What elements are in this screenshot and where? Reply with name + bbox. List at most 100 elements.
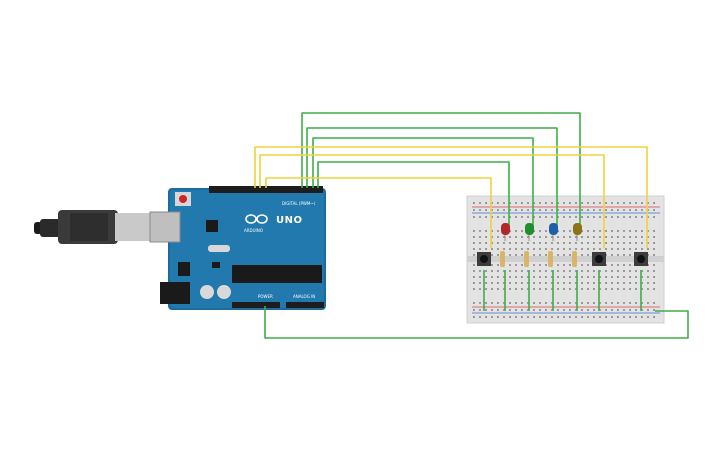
breadboard-hole[interactable] <box>491 316 493 318</box>
breadboard-hole[interactable] <box>533 216 535 218</box>
breadboard-hole[interactable] <box>635 248 637 250</box>
breadboard-hole[interactable] <box>611 282 613 284</box>
breadboard-hole[interactable] <box>605 209 607 211</box>
breadboard-hole[interactable] <box>479 236 481 238</box>
breadboard-hole[interactable] <box>647 302 649 304</box>
breadboard-hole[interactable] <box>491 236 493 238</box>
breadboard-hole[interactable] <box>611 288 613 290</box>
breadboard-hole[interactable] <box>617 248 619 250</box>
breadboard-hole[interactable] <box>557 264 559 266</box>
breadboard-hole[interactable] <box>629 230 631 232</box>
breadboard-hole[interactable] <box>533 309 535 311</box>
breadboard-hole[interactable] <box>515 202 517 204</box>
breadboard-hole[interactable] <box>521 236 523 238</box>
breadboard-hole[interactable] <box>581 236 583 238</box>
breadboard-hole[interactable] <box>533 270 535 272</box>
breadboard-hole[interactable] <box>491 282 493 284</box>
breadboard-hole[interactable] <box>551 202 553 204</box>
breadboard-hole[interactable] <box>593 236 595 238</box>
breadboard-hole[interactable] <box>479 216 481 218</box>
breadboard-hole[interactable] <box>647 309 649 311</box>
breadboard-hole[interactable] <box>617 230 619 232</box>
breadboard-hole[interactable] <box>593 230 595 232</box>
breadboard-hole[interactable] <box>479 209 481 211</box>
breadboard-hole[interactable] <box>515 254 517 256</box>
breadboard-hole[interactable] <box>479 316 481 318</box>
breadboard-hole[interactable] <box>653 230 655 232</box>
breadboard-hole[interactable] <box>653 242 655 244</box>
breadboard-hole[interactable] <box>503 288 505 290</box>
breadboard-hole[interactable] <box>629 236 631 238</box>
breadboard-hole[interactable] <box>545 276 547 278</box>
breadboard-hole[interactable] <box>491 270 493 272</box>
breadboard-hole[interactable] <box>509 302 511 304</box>
breadboard-hole[interactable] <box>611 270 613 272</box>
breadboard-hole[interactable] <box>587 270 589 272</box>
breadboard-hole[interactable] <box>575 248 577 250</box>
breadboard-hole[interactable] <box>557 302 559 304</box>
wire-green-3[interactable] <box>312 137 534 227</box>
breadboard-hole[interactable] <box>491 248 493 250</box>
blue-led[interactable] <box>549 223 558 241</box>
breadboard-hole[interactable] <box>533 282 535 284</box>
breadboard-hole[interactable] <box>509 254 511 256</box>
breadboard-hole[interactable] <box>635 202 637 204</box>
breadboard-hole[interactable] <box>605 288 607 290</box>
breadboard-hole[interactable] <box>539 248 541 250</box>
breadboard-hole[interactable] <box>569 288 571 290</box>
breadboard-hole[interactable] <box>497 242 499 244</box>
breadboard-hole[interactable] <box>563 309 565 311</box>
breadboard-hole[interactable] <box>551 288 553 290</box>
breadboard-hole[interactable] <box>491 264 493 266</box>
breadboard-hole[interactable] <box>539 316 541 318</box>
breadboard-hole[interactable] <box>623 264 625 266</box>
breadboard-hole[interactable] <box>641 242 643 244</box>
breadboard-hole[interactable] <box>563 254 565 256</box>
breadboard-hole[interactable] <box>563 242 565 244</box>
breadboard-hole[interactable] <box>515 248 517 250</box>
breadboard-hole[interactable] <box>485 309 487 311</box>
breadboard-hole[interactable] <box>635 270 637 272</box>
breadboard-hole[interactable] <box>647 270 649 272</box>
breadboard-hole[interactable] <box>653 202 655 204</box>
breadboard-hole[interactable] <box>593 302 595 304</box>
arduino-uno-board[interactable]: UNO ARDUINO DIGITAL (PWM~) POWER ANALOG … <box>149 186 326 310</box>
breadboard-hole[interactable] <box>557 248 559 250</box>
breadboard-hole[interactable] <box>611 209 613 211</box>
breadboard-hole[interactable] <box>545 254 547 256</box>
breadboard-hole[interactable] <box>527 309 529 311</box>
breadboard-hole[interactable] <box>485 209 487 211</box>
breadboard-hole[interactable] <box>587 282 589 284</box>
breadboard-hole[interactable] <box>563 302 565 304</box>
breadboard-hole[interactable] <box>635 242 637 244</box>
breadboard-hole[interactable] <box>587 242 589 244</box>
breadboard-hole[interactable] <box>605 202 607 204</box>
breadboard-hole[interactable] <box>551 242 553 244</box>
breadboard-hole[interactable] <box>617 216 619 218</box>
breadboard-hole[interactable] <box>521 282 523 284</box>
breadboard-hole[interactable] <box>575 209 577 211</box>
breadboard-hole[interactable] <box>635 216 637 218</box>
breadboard-hole[interactable] <box>593 282 595 284</box>
breadboard-hole[interactable] <box>599 282 601 284</box>
breadboard-hole[interactable] <box>515 288 517 290</box>
breadboard-hole[interactable] <box>539 288 541 290</box>
wire-green-2[interactable] <box>306 127 558 227</box>
breadboard-hole[interactable] <box>551 302 553 304</box>
breadboard-hole[interactable] <box>605 230 607 232</box>
breadboard-hole[interactable] <box>509 276 511 278</box>
breadboard-hole[interactable] <box>473 264 475 266</box>
breadboard-hole[interactable] <box>563 248 565 250</box>
breadboard-hole[interactable] <box>503 216 505 218</box>
breadboard-hole[interactable] <box>629 242 631 244</box>
breadboard-hole[interactable] <box>587 309 589 311</box>
breadboard-hole[interactable] <box>581 309 583 311</box>
breadboard-hole[interactable] <box>611 236 613 238</box>
breadboard-hole[interactable] <box>641 288 643 290</box>
breadboard-hole[interactable] <box>617 270 619 272</box>
green-led[interactable] <box>525 223 534 241</box>
breadboard-hole[interactable] <box>539 309 541 311</box>
breadboard-hole[interactable] <box>611 309 613 311</box>
breadboard-hole[interactable] <box>491 230 493 232</box>
breadboard-hole[interactable] <box>587 202 589 204</box>
